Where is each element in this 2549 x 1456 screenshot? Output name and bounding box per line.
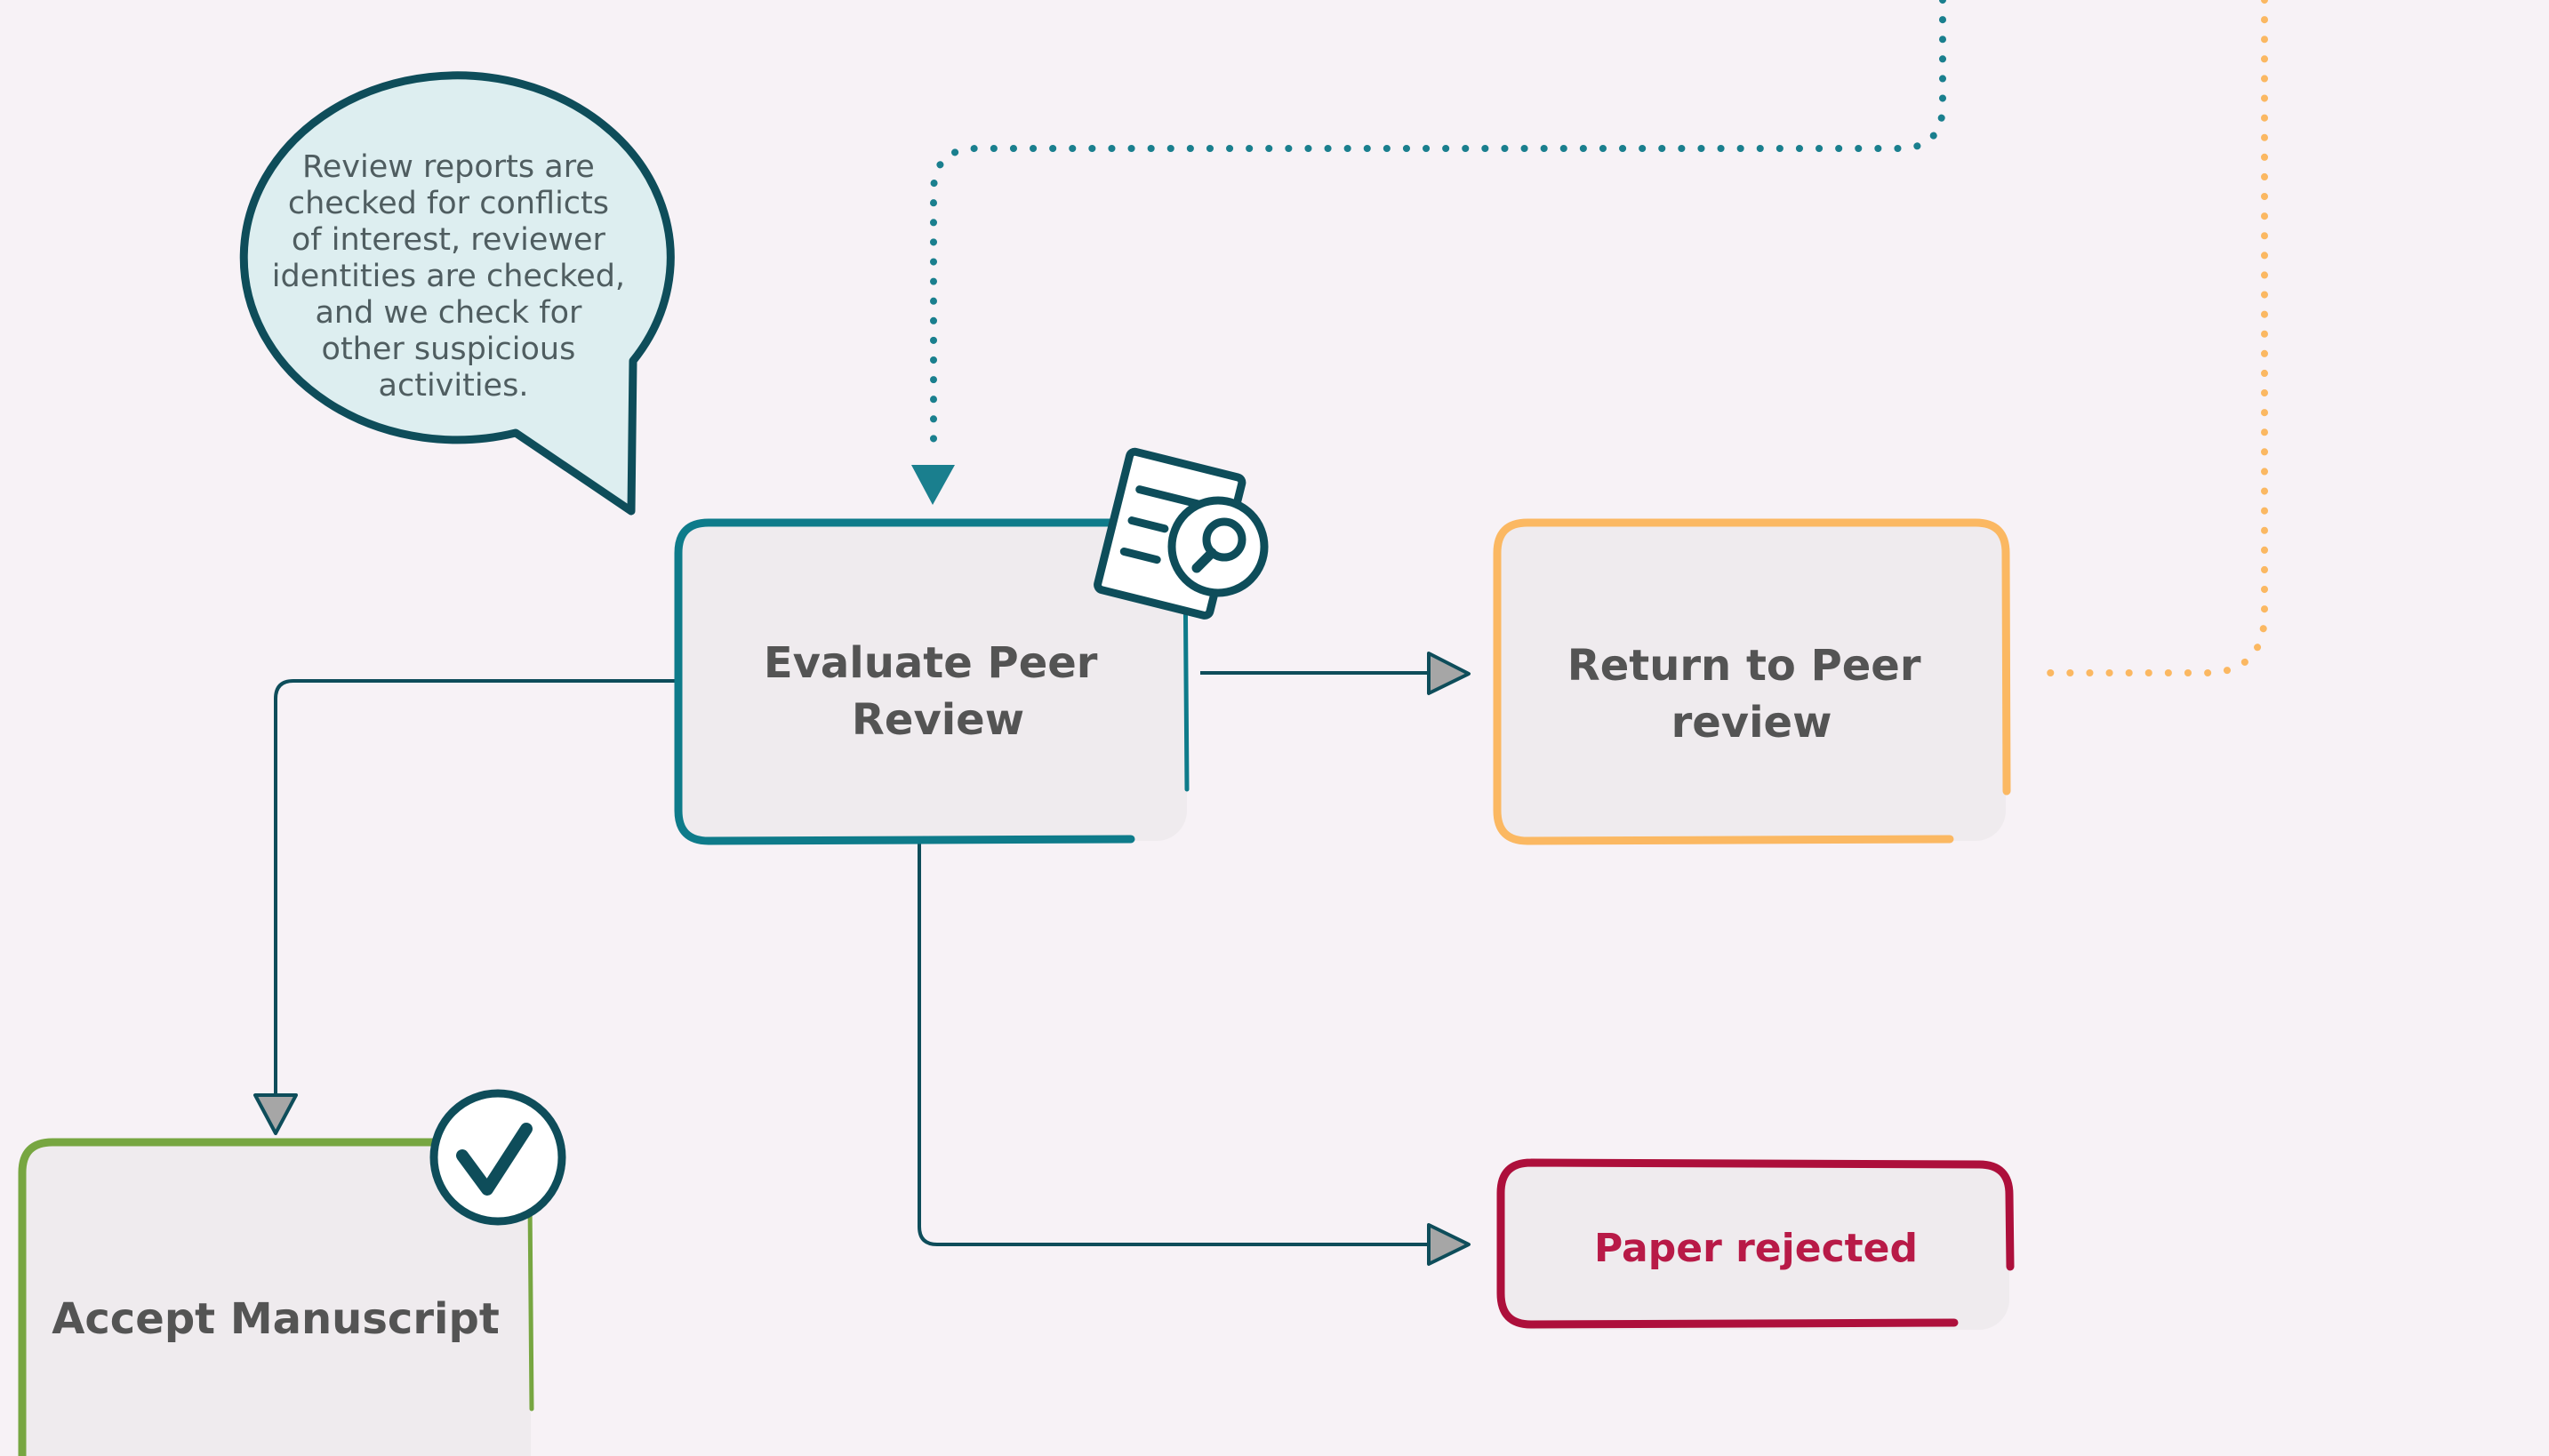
node-return-fill [1497, 523, 2006, 841]
node-accept-border-right [527, 1197, 534, 1412]
arrowhead-accept [253, 1093, 298, 1135]
node-rejected-fill [1501, 1163, 2009, 1330]
callout-line: Review reports are [302, 149, 595, 185]
callout-text: Review reports are checked for conflicts… [272, 149, 635, 404]
connector-evaluate-to-rejected [918, 840, 1431, 1246]
arrowhead-return [1427, 652, 1471, 695]
checkmark-icon [429, 1089, 566, 1226]
node-accept-fill [22, 1142, 531, 1456]
callout-shape [239, 71, 675, 516]
node-rejected-label: Paper rejected [1594, 1226, 1918, 1271]
dotted-connector-teal [930, 0, 1946, 448]
arrowhead-rejected [1427, 1223, 1471, 1266]
callout-line: checked for conflicts [288, 186, 609, 221]
callout-line: of interest, reviewer [292, 222, 606, 258]
connector-evaluate-to-accept [274, 679, 678, 1098]
callout-line: and we check for [315, 295, 582, 331]
node-evaluate-label: Evaluate Peer Review [764, 638, 1112, 745]
node-evaluate-label-line: Review [852, 695, 1024, 745]
callout-line: identities are checked, [272, 259, 625, 294]
node-return-label: Return to Peer review [1567, 641, 1936, 748]
node-accept-border [18, 1138, 440, 1456]
callout-line: other suspicious [322, 332, 576, 367]
node-accept-manuscript[interactable]: Accept Manuscript [18, 1089, 566, 1456]
node-paper-rejected[interactable]: Paper rejected [1496, 1158, 2015, 1330]
node-rejected-border [1496, 1158, 2015, 1329]
node-accept-label: Accept Manuscript [52, 1294, 500, 1344]
node-evaluate-peer-review[interactable]: Evaluate Peer Review [674, 447, 1269, 845]
callout-line: activities. [379, 368, 529, 404]
document-search-icon [1094, 447, 1269, 620]
node-return-to-peer-review[interactable]: Return to Peer review [1493, 518, 2011, 845]
node-evaluate-border [674, 518, 1136, 845]
node-evaluate-fill [678, 523, 1187, 841]
node-return-border [1493, 518, 2011, 845]
arrowhead-teal [911, 465, 955, 505]
dotted-connector-orange [2028, 0, 2268, 676]
callout-bubble: Review reports are checked for conflicts… [239, 71, 675, 516]
node-evaluate-label-line: Evaluate Peer [764, 638, 1098, 688]
node-return-label-line: review [1671, 698, 1832, 748]
node-return-label-line: Return to Peer [1567, 641, 1921, 691]
